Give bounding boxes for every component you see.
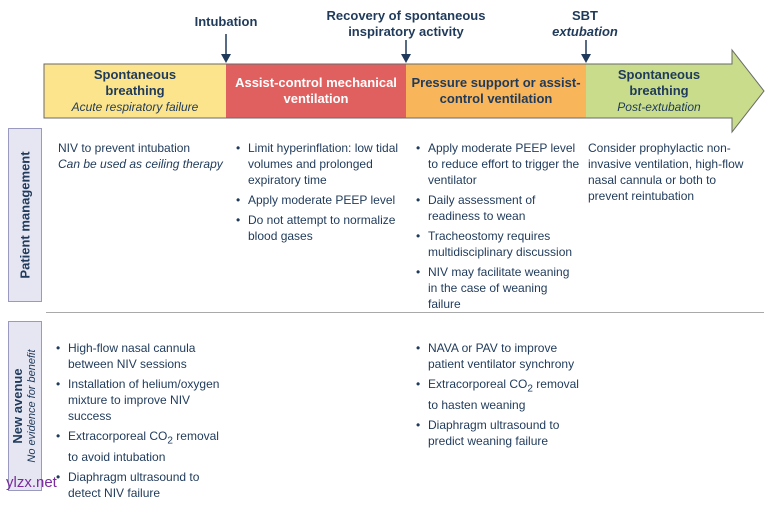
pm-col-1-note: Can be used as ceiling therapy — [58, 157, 223, 171]
event-intubation-label: Intubation — [178, 14, 274, 30]
recovery-marker-icon — [401, 40, 411, 63]
list-item: Limit hyperinflation: low tidal volumes … — [236, 140, 404, 188]
row-label-new-avenue-text: New avenue No evidence for benefit — [10, 349, 40, 462]
pm-col-1-text: NIV to prevent intubation — [58, 141, 191, 155]
list-item-sub: 2 — [527, 383, 533, 395]
na-col-1-list: High-flow nasal cannula between NIV sess… — [56, 340, 224, 501]
list-item: Diaphragm ultrasound to detect NIV failu… — [56, 469, 224, 501]
pm-col-2: Limit hyperinflation: low tidal volumes … — [236, 140, 404, 248]
list-item: Apply moderate PEEP level — [236, 192, 404, 208]
phase-4-subtitle: Post-extubation — [617, 100, 701, 114]
list-item-post: removal to avoid intubation — [68, 429, 219, 465]
timeline-arrow — [43, 34, 765, 134]
event-sbt-label: SBT extubation — [540, 8, 630, 40]
pm-col-3-list: Apply moderate PEEP level to reduce effo… — [416, 140, 582, 312]
list-item: Installation of helium/oxygen mixture to… — [56, 376, 224, 424]
sbt-marker-icon — [581, 40, 591, 63]
list-item: Diaphragm ultrasound to predict weaning … — [416, 417, 584, 449]
phase-3-title: Pressure support or assist-control venti… — [411, 75, 581, 106]
list-item: Apply moderate PEEP level to reduce effo… — [416, 140, 582, 188]
row-label-patient-management-text: Patient management — [17, 151, 33, 279]
phase-1-label: Spontaneous breathing Acute respiratory … — [44, 64, 226, 118]
list-item-post: removal to hasten weaning — [428, 377, 579, 413]
phase-4-label: Spontaneous breathing Post-extubation — [586, 64, 732, 118]
list-item: Extracorporeal CO2 removal to avoid intu… — [56, 428, 224, 465]
phase-1-title: Spontaneous breathing — [93, 67, 177, 98]
event-extubation-text: extubation — [552, 24, 618, 39]
timeline-outline — [43, 48, 765, 134]
phase-1-segment — [44, 64, 226, 118]
na-col-1: High-flow nasal cannula between NIV sess… — [56, 340, 224, 505]
event-intubation-text: Intubation — [194, 14, 258, 29]
event-sbt-text: SBT — [572, 8, 598, 23]
intubation-marker-icon — [221, 34, 231, 63]
watermark: ylzx.net — [6, 474, 57, 491]
list-item: Daily assessment of readiness to wean — [416, 192, 582, 224]
pm-col-4-text: Consider prophylactic non-invasive venti… — [588, 141, 744, 203]
list-item: High-flow nasal cannula between NIV sess… — [56, 340, 224, 372]
phase-3-label: Pressure support or assist-control venti… — [406, 64, 586, 118]
row-label-new-avenue-title: New avenue — [10, 368, 25, 444]
list-item: Do not attempt to normalize blood gases — [236, 212, 404, 244]
list-item-pre: Extracorporeal CO — [428, 377, 528, 391]
row-label-new-avenue-note: No evidence for benefit — [26, 349, 38, 463]
pm-col-3: Apply moderate PEEP level to reduce effo… — [416, 140, 582, 316]
pm-col-4: Consider prophylactic non-invasive venti… — [588, 140, 758, 204]
list-item: NAVA or PAV to improve patient ventilato… — [416, 340, 584, 372]
phase-1-subtitle: Acute respiratory failure — [71, 100, 199, 114]
row-label-patient-management: Patient management — [8, 128, 42, 302]
phase-2-segment — [226, 64, 406, 118]
phase-2-title: Assist-control mechanical ventilation — [235, 75, 397, 106]
row-label-new-avenue: New avenue No evidence for benefit — [8, 321, 42, 491]
phase-4-title: Spontaneous breathing — [617, 67, 701, 98]
pm-col-2-list: Limit hyperinflation: low tidal volumes … — [236, 140, 404, 244]
list-item: NIV may facilitate weaning in the case o… — [416, 264, 582, 312]
phase-2-label: Assist-control mechanical ventilation — [226, 64, 406, 118]
event-recovery-text: Recovery of spontaneous inspiratory acti… — [326, 8, 486, 39]
list-item-sub: 2 — [167, 435, 173, 447]
pm-col-1: NIV to prevent intubation Can be used as… — [58, 140, 223, 172]
phase-4-segment — [586, 50, 764, 132]
na-col-3-list: NAVA or PAV to improve patient ventilato… — [416, 340, 584, 449]
list-item: Extracorporeal CO2 removal to hasten wea… — [416, 376, 584, 413]
na-col-3: NAVA or PAV to improve patient ventilato… — [416, 340, 584, 453]
phase-3-segment — [406, 64, 586, 118]
list-item: Tracheostomy requires multidisciplinary … — [416, 228, 582, 260]
row-divider — [46, 312, 764, 313]
list-item-pre: Extracorporeal CO — [68, 429, 168, 443]
event-recovery-label: Recovery of spontaneous inspiratory acti… — [318, 8, 494, 40]
